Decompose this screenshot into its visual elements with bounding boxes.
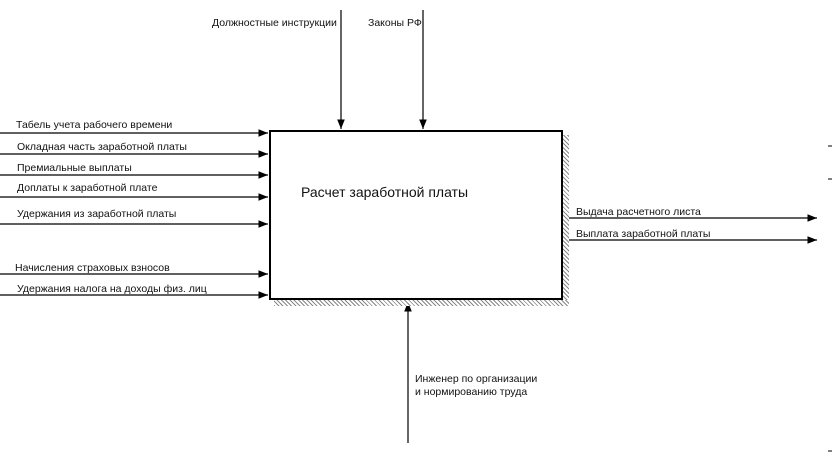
mechanism-label-line1: Инженер по организации <box>415 373 538 385</box>
input-label-salary-base: Окладная часть заработной платы <box>17 141 187 153</box>
input-label-bonus: Премиальные выплаты <box>17 162 132 174</box>
control-label-instructions: Должностные инструкции <box>212 17 337 29</box>
control-label-laws: Законы РФ <box>368 17 422 29</box>
function-box[interactable]: Расчет заработной платы <box>269 130 563 300</box>
mechanism-label-line2: и нормированию труда <box>415 386 528 398</box>
input-label-timesheet: Табель учета рабочего времени <box>16 119 173 131</box>
function-title: Расчет заработной платы <box>301 184 469 200</box>
output-label-payslip: Выдача расчетного листа <box>576 206 701 218</box>
input-label-deductions: Удержания из заработной платы <box>17 208 177 220</box>
output-label-payment: Выплата заработной платы <box>576 228 711 240</box>
function-box-shadow <box>563 135 569 305</box>
input-label-surcharges: Доплаты к заработной плате <box>17 182 158 194</box>
input-label-insurance: Начисления страховых взносов <box>15 262 170 274</box>
input-label-income-tax: Удержания налога на доходы физ. лиц <box>17 283 207 295</box>
function-box-shadow <box>274 300 569 306</box>
